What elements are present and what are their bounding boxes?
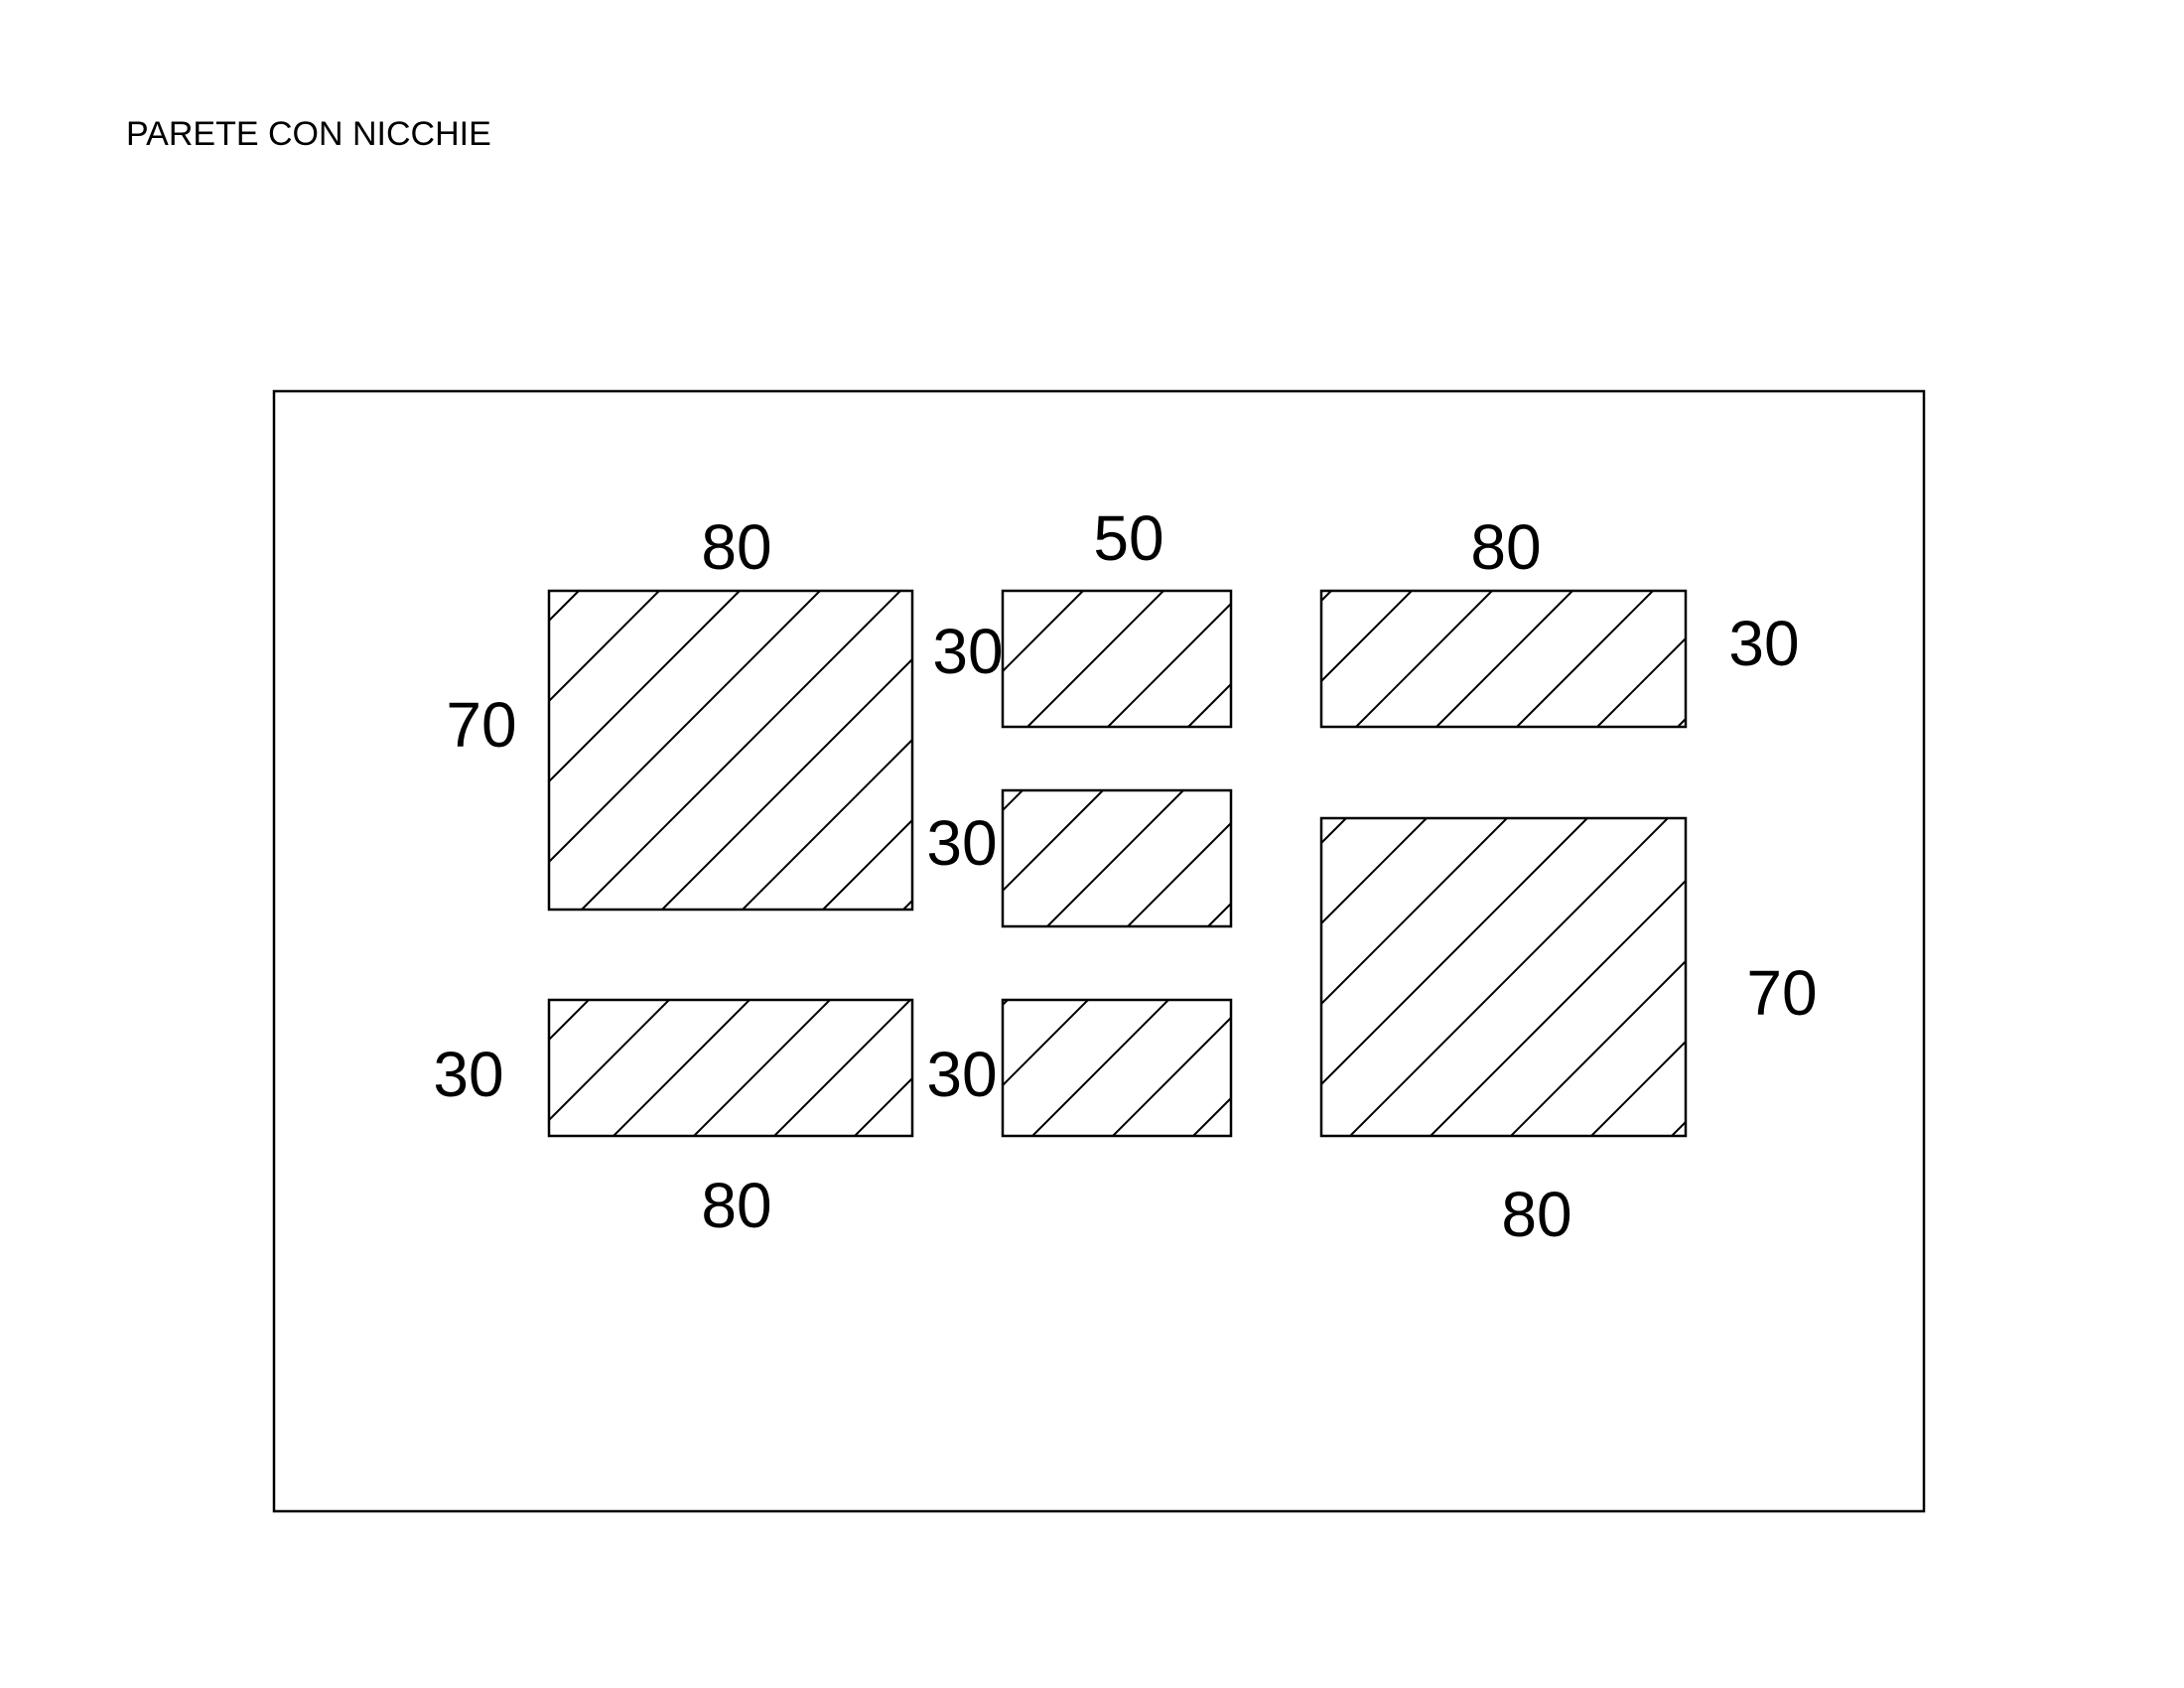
hatch-line bbox=[1187, 683, 1232, 728]
niche-hatch bbox=[1320, 817, 1687, 1137]
hatch-line bbox=[1207, 903, 1232, 927]
hatch-line bbox=[548, 999, 590, 1041]
dimension-height-label: 30 bbox=[433, 1039, 503, 1110]
hatch-line bbox=[902, 900, 913, 911]
drawing-title: PARETE CON NICCHIE bbox=[126, 115, 491, 153]
hatch-line bbox=[1002, 999, 1089, 1086]
niche-hatch bbox=[548, 590, 913, 911]
dimension-height-label: 30 bbox=[932, 616, 1003, 687]
dimension-width-label: 80 bbox=[701, 1170, 771, 1241]
dimension-width-label: 80 bbox=[701, 511, 771, 583]
niche-top-right: 80 30 bbox=[1319, 511, 1800, 729]
niche-rect bbox=[1001, 998, 1233, 1138]
hatch-line bbox=[1031, 999, 1169, 1137]
hatch-line bbox=[1320, 817, 1508, 1005]
hatch-line bbox=[1677, 718, 1687, 728]
dimension-width-label: 80 bbox=[1470, 511, 1541, 583]
dimension-height-label: 30 bbox=[1728, 608, 1799, 679]
niche-hatch bbox=[1002, 789, 1232, 927]
hatch-line bbox=[548, 590, 580, 622]
dimension-height-label: 30 bbox=[926, 807, 997, 879]
hatch-line bbox=[1112, 1017, 1232, 1137]
hatch-line bbox=[1320, 817, 1347, 844]
hatch-line bbox=[1192, 1097, 1232, 1137]
niche-rect bbox=[1319, 589, 1688, 729]
niche-bottom-right: 70 80 bbox=[1319, 816, 1818, 1250]
hatch-line bbox=[1320, 590, 1332, 602]
hatch-line bbox=[1046, 789, 1184, 927]
hatch-line bbox=[1320, 590, 1413, 682]
niche-rect bbox=[1001, 589, 1233, 729]
hatch-line bbox=[773, 999, 911, 1137]
hatch-line bbox=[548, 590, 821, 863]
niche-bottom-left: 30 80 bbox=[433, 998, 914, 1241]
hatch-line bbox=[1107, 603, 1232, 728]
niche-top-middle: 50 30 bbox=[932, 502, 1233, 729]
hatch-line bbox=[1349, 817, 1669, 1137]
hatch-line bbox=[1002, 789, 1104, 892]
hatch-line bbox=[854, 1077, 913, 1137]
hatch-line bbox=[1430, 880, 1687, 1137]
hatch-line bbox=[1127, 822, 1232, 927]
niche-middle-middle: 30 bbox=[926, 788, 1233, 928]
wall-outline bbox=[272, 389, 1926, 1513]
hatch-line bbox=[1510, 960, 1687, 1137]
hatch-line bbox=[548, 590, 741, 782]
hatch-line bbox=[1320, 817, 1588, 1085]
hatch-line bbox=[822, 819, 913, 911]
niche-rect bbox=[547, 589, 914, 912]
hatch-line bbox=[661, 658, 913, 911]
dimension-height-label: 70 bbox=[1746, 957, 1817, 1029]
hatch-line bbox=[1002, 789, 1024, 811]
hatch-line bbox=[1002, 999, 1009, 1006]
hatch-line bbox=[581, 590, 901, 911]
hatch-line bbox=[742, 739, 913, 911]
hatch-line bbox=[1002, 590, 1084, 672]
hatch-line bbox=[1596, 637, 1687, 728]
niche-hatch bbox=[1002, 590, 1232, 728]
niche-rect bbox=[1001, 788, 1233, 928]
niche-hatch bbox=[1320, 590, 1687, 728]
hatch-line bbox=[1320, 817, 1428, 924]
hatch-line bbox=[1355, 590, 1493, 728]
hatch-line bbox=[1026, 590, 1164, 728]
niche-rect bbox=[547, 998, 914, 1138]
hatch-line bbox=[1516, 590, 1654, 728]
dimension-height-label: 70 bbox=[446, 689, 516, 761]
hatch-line bbox=[1435, 590, 1573, 728]
hatch-line bbox=[548, 590, 660, 702]
niche-bottom-middle: 30 bbox=[926, 998, 1233, 1138]
niche-rect bbox=[1319, 816, 1688, 1138]
dimension-height-label: 30 bbox=[926, 1039, 997, 1110]
hatch-line bbox=[1590, 1041, 1687, 1137]
niche-top-left: 80 70 bbox=[446, 511, 914, 912]
hatch-line bbox=[548, 999, 670, 1121]
niche-hatch bbox=[548, 999, 913, 1137]
hatch-line bbox=[1671, 1121, 1687, 1137]
hatch-line bbox=[613, 999, 751, 1137]
niche-hatch bbox=[1002, 999, 1232, 1137]
dimension-width-label: 50 bbox=[1093, 502, 1163, 574]
dimension-width-label: 80 bbox=[1501, 1179, 1571, 1250]
hatch-line bbox=[693, 999, 831, 1137]
